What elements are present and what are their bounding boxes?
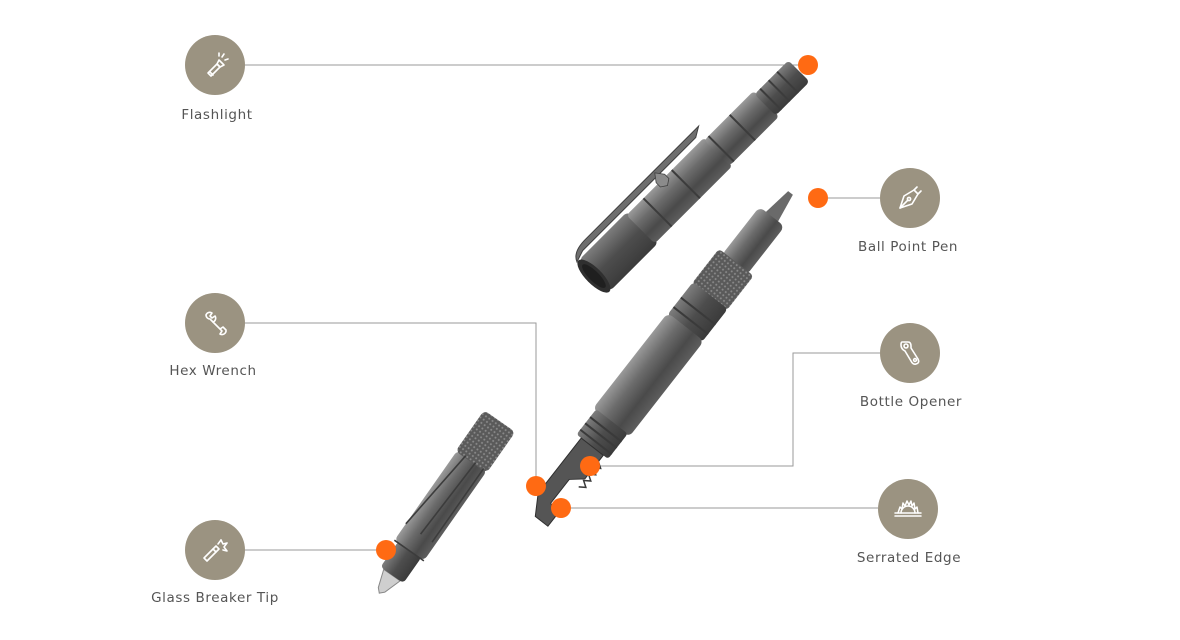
- feature-label-glass-breaker-tip: Glass Breaker Tip: [151, 590, 279, 606]
- hotspot-flashlight[interactable]: [798, 55, 818, 75]
- pen-nib-icon: [880, 168, 940, 228]
- hotspot-hex-wrench[interactable]: [526, 476, 546, 496]
- hotspot-glass-breaker-tip[interactable]: [376, 540, 396, 560]
- glass-breaker-icon: [185, 520, 245, 580]
- bottle-opener-icon: [880, 323, 940, 383]
- feature-label-flashlight: Flashlight: [181, 107, 253, 123]
- saw-blade-icon: [878, 479, 938, 539]
- hotspot-serrated-edge[interactable]: [551, 498, 571, 518]
- feature-label-serrated-edge: Serrated Edge: [856, 550, 962, 566]
- feature-label-hex-wrench: Hex Wrench: [169, 363, 257, 379]
- pen-cap: [575, 62, 808, 293]
- flashlight-icon: [185, 35, 245, 95]
- wrench-icon: [185, 293, 245, 353]
- feature-label-bottle-opener: Bottle Opener: [859, 394, 963, 410]
- pen-body: [534, 191, 793, 527]
- hotspot-bottle-opener[interactable]: [580, 456, 600, 476]
- hotspot-ball-point-pen[interactable]: [808, 188, 828, 208]
- glass-breaker-piece: [377, 412, 514, 594]
- leader-line-hex-wrench: [245, 322, 537, 486]
- feature-label-ball-point-pen: Ball Point Pen: [857, 239, 959, 255]
- leader-line-bottle-opener: [590, 352, 880, 467]
